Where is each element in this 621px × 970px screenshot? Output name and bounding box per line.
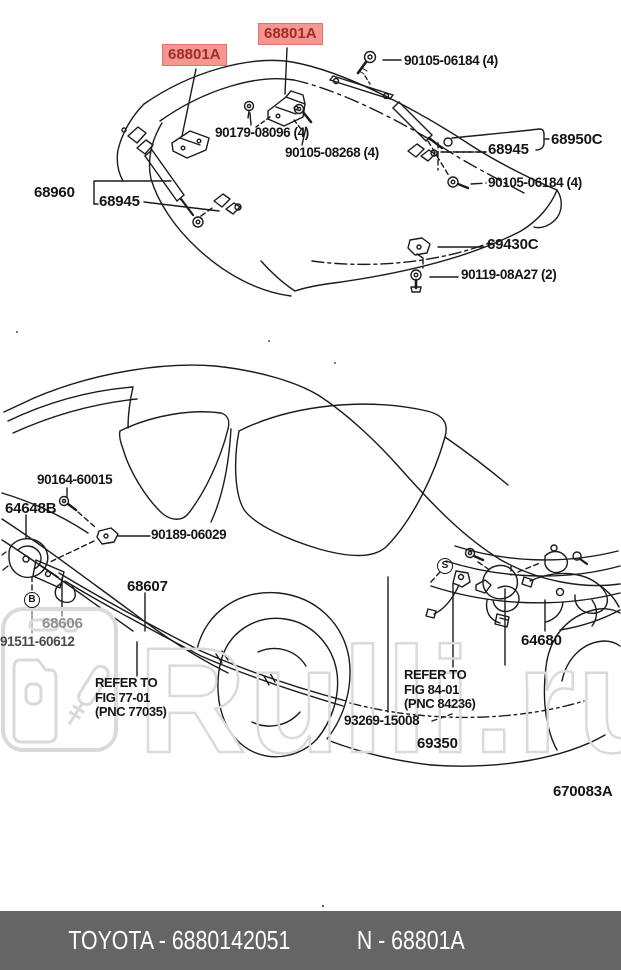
part-label-90105-06184-upper: 90105-06184 (4): [404, 53, 498, 68]
cable-64680: [521, 572, 620, 614]
highlighted-part-label[interactable]: 68801A: [258, 23, 323, 45]
part-label-68606: 68606: [42, 615, 83, 632]
screw-90164: [58, 495, 78, 512]
part-label-64648b: 64648B: [5, 500, 57, 517]
bolt-90119: [410, 269, 422, 293]
footer-catalog-ref: TOYOTA - 6880142051: [68, 925, 291, 955]
refer-note-line: FIG 84-01: [404, 681, 459, 697]
refer-note-line: (PNC 84236): [404, 696, 476, 711]
bolt-90105-08268: [293, 103, 313, 124]
drawing-number: 670083A: [553, 783, 613, 800]
clip-90179: [243, 100, 255, 119]
bolt-90105-06184-upper: [356, 50, 377, 75]
hinge-left: [171, 130, 210, 159]
highlighted-part-label[interactable]: 68801A: [162, 44, 227, 66]
support-69430c: [407, 237, 431, 259]
refer-note-line: (PNC 77035): [95, 704, 167, 719]
part-label-90119-08a27: 90119-08A27 (2): [461, 267, 557, 282]
bolt-90105-06184-lower: [447, 176, 470, 190]
part-label-90164-60015: 90164-60015: [37, 472, 113, 487]
part-label-90105-06184-lower: 90105-06184 (4): [488, 175, 582, 190]
refer-note-line: FIG 77-01: [95, 689, 150, 705]
part-label-64680: 64680: [521, 632, 562, 649]
part-label-90105-08268: 90105-08268 (4): [285, 145, 379, 160]
part-label-91511-60612: 91511-60612: [0, 634, 75, 649]
footer-part-ref: N - 68801A: [356, 925, 465, 955]
part-label-90179-08096: 90179-08096 (4): [215, 125, 309, 140]
part-label-68950c: 68950C: [551, 131, 603, 148]
refer-note-line: REFER TO: [404, 667, 467, 682]
release-cables: [54, 572, 347, 707]
stay-bracket-rail: [329, 75, 394, 100]
part-label-69350: 69350: [417, 735, 458, 752]
fuel-lid-lock-64648b: [1, 538, 65, 589]
part-label-68960: 68960: [34, 184, 75, 201]
callout-circle-s: S: [437, 558, 453, 574]
footer-bar: TOYOTA - 6880142051 N - 68801A: [0, 911, 621, 970]
part-label-90189-06029: 90189-06029: [151, 527, 227, 542]
callout-circle-b: B: [24, 592, 40, 608]
gas-stay-left: [121, 126, 242, 228]
part-label-68945-right: 68945: [488, 141, 529, 158]
refer-note-fig-77-01: REFER TO FIG 77-01 (PNC 77035): [95, 675, 167, 720]
exploded-parts-drawing: [1, 47, 621, 908]
part-label-69430c: 69430C: [487, 236, 539, 253]
refer-note-fig-84-01: REFER TO FIG 84-01 (PNC 84236): [404, 667, 476, 712]
print-speckles: [16, 331, 336, 908]
refer-note-line: REFER TO: [95, 675, 158, 690]
part-label-68607: 68607: [127, 578, 168, 595]
gas-stay-right: [392, 101, 540, 162]
clip-90189: [96, 527, 119, 545]
part-label-93269-15008: 93269-15008: [344, 713, 420, 728]
part-label-68945-left: 68945: [99, 193, 140, 210]
